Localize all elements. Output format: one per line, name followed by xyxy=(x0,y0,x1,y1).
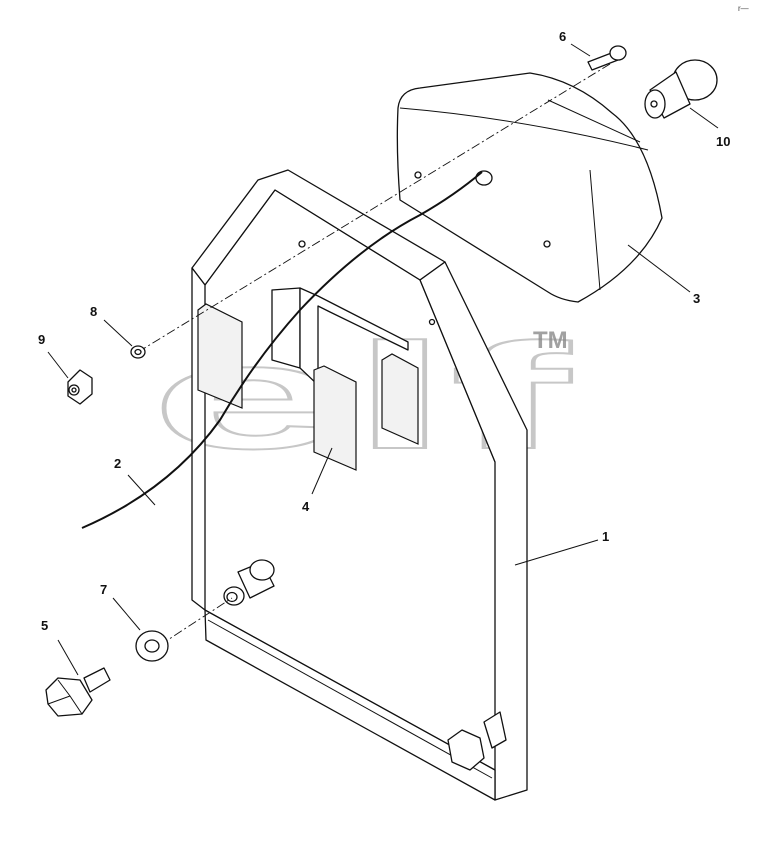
stud-lower-left xyxy=(223,559,275,606)
nut xyxy=(67,369,93,405)
callout-1: 1 xyxy=(602,529,609,544)
watermark-tm: TM xyxy=(533,327,568,354)
bulb xyxy=(644,59,718,119)
large-washer xyxy=(135,630,169,662)
callout-3: 3 xyxy=(693,291,700,306)
leader-lines xyxy=(47,43,719,676)
cable xyxy=(81,171,483,529)
callout-5: 5 xyxy=(41,618,48,633)
callout-7: 7 xyxy=(100,582,107,597)
axis-line-lower xyxy=(159,597,233,646)
callout-6: 6 xyxy=(559,29,566,44)
callout-labels: 1 2 3 4 5 6 7 8 9 10 xyxy=(38,29,730,633)
callout-9: 9 xyxy=(38,332,45,347)
lamp-housing xyxy=(396,72,663,303)
callout-2: 2 xyxy=(114,456,121,471)
corner-mark: r— xyxy=(738,4,749,13)
screw xyxy=(587,45,627,71)
stud-lower-right xyxy=(447,711,507,771)
callout-4: 4 xyxy=(302,499,310,514)
hex-bolt xyxy=(45,667,111,717)
bracket-plate xyxy=(191,169,528,801)
callout-8: 8 xyxy=(90,304,97,319)
small-washer xyxy=(130,345,146,359)
callout-10: 10 xyxy=(716,134,730,149)
axis-line-upper xyxy=(137,63,611,353)
